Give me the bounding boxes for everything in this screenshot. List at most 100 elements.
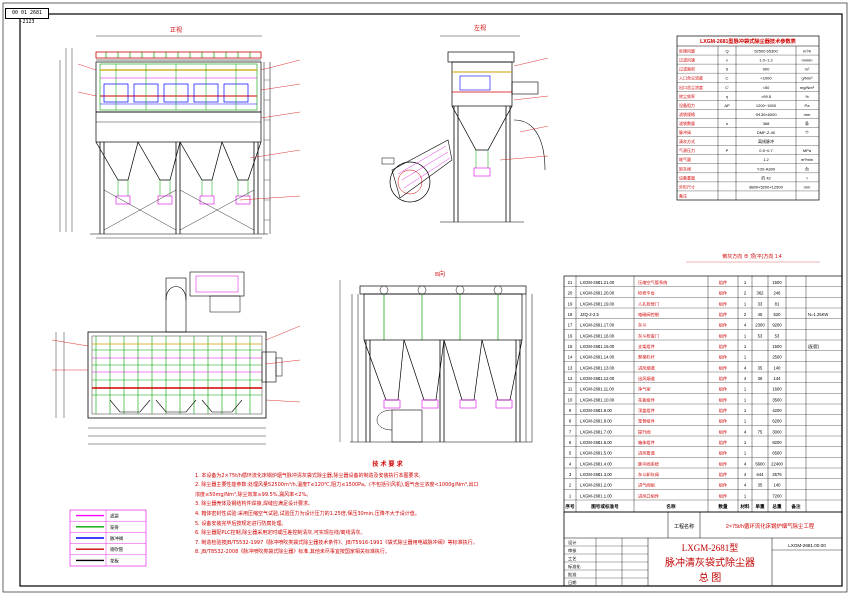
param-value: 1.0~1.2: [759, 58, 773, 63]
param-unit: t: [806, 175, 808, 180]
param-symbol: η: [726, 94, 728, 99]
model-number: LXGM-2681型: [682, 543, 739, 553]
parts-header-cell: 备注: [790, 503, 801, 510]
parts-drawing-no: LXGM-2681.14.00: [580, 355, 615, 360]
parts-no: 7: [569, 429, 572, 434]
title-block-role: 工艺: [568, 556, 576, 561]
parts-drawing-no: LXGM-2681.5.00: [580, 451, 613, 456]
parts-no: 19: [568, 301, 573, 306]
legend-label: 笼骨: [110, 524, 119, 531]
parts-name: 出风烟道: [638, 375, 656, 382]
parts-total-weight: 2576: [772, 472, 782, 477]
parts-qty: 1: [744, 280, 747, 285]
parts-type: 组件: [719, 460, 727, 467]
parts-remark: N=1.25KW: [808, 312, 828, 317]
parts-drawing-no: LXGM-2681.17.00: [580, 323, 615, 328]
parts-qty: 4: [744, 472, 747, 477]
sheet-name: 总 图: [699, 571, 722, 584]
parts-no: 18: [568, 312, 573, 317]
parts-drawing-no: LXGM-2681.11.00: [580, 387, 615, 392]
parts-type: 组件: [719, 492, 727, 499]
parts-qty: 1: [744, 301, 747, 306]
param-value: YJD-A300: [757, 166, 776, 171]
param-name: 滤袋规格: [679, 111, 695, 117]
parts-qty: 1: [744, 493, 747, 498]
title-block-role: 标准化: [568, 563, 581, 570]
param-value: <50: [763, 85, 771, 90]
param-name: 耗气量: [679, 156, 691, 162]
parts-name: 进风口组件: [638, 492, 659, 499]
parts-no: 16: [568, 333, 573, 338]
parts-qty: 4: [744, 365, 747, 370]
parts-total-weight: 1500: [772, 280, 782, 285]
parts-no: 20: [568, 291, 573, 296]
param-unit: mm: [804, 184, 811, 189]
parts-type: 组件: [719, 343, 727, 350]
note-line: 4. 箱体密封性试验:采用压缩空气试验,试验压力为设计压力的1.25倍,保压30…: [195, 510, 420, 517]
parts-qty: 4: [744, 461, 747, 466]
parts-total-weight: 1500: [772, 344, 782, 349]
note-line: 1. 本设备为2×75t/h循环流化床锅炉烟气脉冲清灰袋式除尘器,除尘器设备的制…: [195, 472, 424, 479]
parts-name: 人孔检修门: [638, 300, 659, 307]
view-label-b: B向: [435, 270, 445, 278]
param-name: 外形尺寸: [679, 183, 695, 189]
param-name: 气源压力: [679, 147, 695, 153]
parts-drawing-no: LXGM-2681.7.00: [580, 429, 613, 434]
parts-total-weight: 53: [775, 333, 780, 338]
parts-type: 组件: [719, 386, 727, 393]
parts-type: 组件: [719, 396, 727, 403]
parts-header-cell: 总重: [772, 503, 782, 510]
parts-name: 灰斗卸灰阀: [638, 471, 659, 478]
param-unit: 台: [805, 165, 809, 171]
parts-drawing-no: LXGM-2681.3.00: [580, 472, 613, 477]
parts-qty: 1: [744, 451, 747, 456]
param-symbol: Q: [725, 49, 728, 54]
parts-qty: 1: [744, 333, 747, 338]
parts-type: 组件: [719, 439, 727, 446]
parts-unit-weight: 53: [758, 333, 763, 338]
note-line: 7. 制造检验按JB/T5532-1997《脉冲喷吹类袋式除尘器技术条件》、JB…: [195, 539, 478, 546]
parts-total-weight: 8200: [772, 440, 782, 445]
param-unit: %: [805, 94, 809, 99]
param-name: 出口含尘浓度: [679, 84, 703, 90]
parts-no: 13: [568, 365, 573, 370]
parts-drawing-no: LXGM-2681.10.00: [580, 397, 615, 402]
project-name: 2×75t/h循环流化床锅炉烟气除尘工程: [726, 522, 815, 530]
parts-total-weight: 6200: [772, 419, 782, 424]
parts-no: 14: [568, 355, 573, 360]
parts-qty: 4: [744, 323, 747, 328]
legend-label: 喷吹管: [110, 546, 124, 553]
param-value: 1200~1500: [756, 103, 777, 108]
title-block-role: 设计: [568, 539, 576, 546]
param-value: 1.2: [763, 157, 769, 162]
title-block-role: 审核: [568, 547, 577, 554]
parts-no: 21: [568, 280, 573, 285]
parts-header-cell: 序号: [565, 503, 575, 510]
param-name: 除尘效率: [679, 93, 695, 99]
parts-total-weight: 3500: [772, 397, 782, 402]
parts-unit-weight: 2300: [755, 323, 765, 328]
note-line: 8. JB/T8532-2008《脉冲喷吹类袋式除尘器》标准,其他未尽事宜按国家…: [195, 549, 390, 556]
parts-drawing-no: JZQ-2-2.5: [580, 312, 600, 317]
parts-name: 净气室: [638, 386, 651, 393]
parts-unit-weight: 36: [758, 376, 763, 381]
parts-drawing-no: LXGM-2681.1.00: [580, 493, 613, 498]
parts-name: 花板组件: [638, 396, 655, 403]
parts-no: 9: [569, 408, 572, 413]
param-name: 清灰方式: [679, 138, 695, 144]
parts-name: 箱体组件: [638, 439, 655, 446]
equipment-name: 脉冲清灰袋式除尘器: [665, 556, 755, 569]
parts-qty: 1: [744, 440, 747, 445]
parts-no: 1: [569, 493, 572, 498]
param-unit: mm: [804, 112, 811, 117]
parts-header-cell: 单重: [755, 503, 765, 510]
note-line: 浓度≤50mg/Nm³,除尘效率≥99.5%,漏风率<2%。: [195, 491, 312, 498]
parts-header-cell: 名称: [666, 503, 676, 510]
parts-drawing-no: LXGM-2681.2.00: [580, 483, 613, 488]
parts-type: 组件: [719, 428, 727, 435]
parts-header-cell: 材料: [739, 503, 750, 510]
parts-name: 灰斗检查门: [638, 332, 659, 339]
parts-qty: 2: [744, 291, 747, 296]
